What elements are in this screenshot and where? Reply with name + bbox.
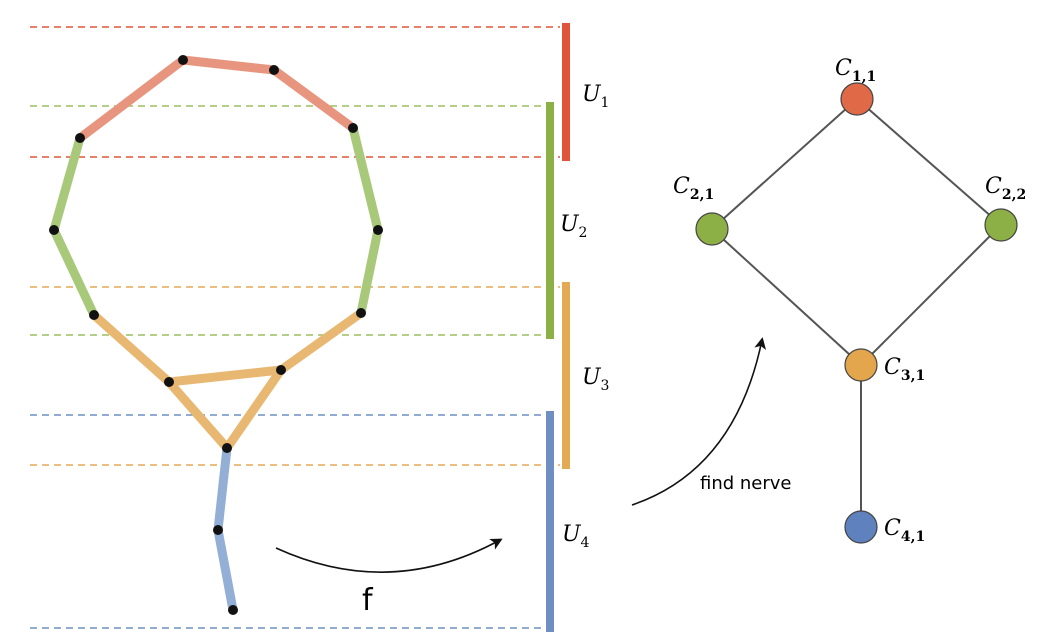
edge-segment xyxy=(223,367,285,451)
nerve-label-c11: C1,1 xyxy=(835,56,876,85)
nerve-node-c11 xyxy=(840,82,874,116)
nerve-node-c21 xyxy=(695,212,729,246)
edge-segment xyxy=(213,529,238,611)
data-point xyxy=(276,365,286,375)
find-nerve-arrow: find nerve xyxy=(631,337,792,506)
nerve-node-c31 xyxy=(844,348,878,382)
edge-segment xyxy=(168,365,282,387)
data-point xyxy=(164,377,174,387)
edge-segment xyxy=(49,228,99,317)
data-point xyxy=(348,123,358,133)
interval-label-u2: U2 xyxy=(560,212,587,241)
data-point xyxy=(373,225,383,235)
nerve-node-c41 xyxy=(844,510,878,544)
filter-map-arrow: f xyxy=(275,538,503,618)
point-cloud-graph xyxy=(49,55,383,615)
edge-segment xyxy=(165,379,231,451)
data-point xyxy=(49,225,59,235)
nerve-label-c21: C2,1 xyxy=(673,174,714,203)
interval-bar-u1 xyxy=(562,23,570,161)
find-nerve-label: find nerve xyxy=(700,473,792,494)
nerve-edge xyxy=(860,224,1002,366)
nerve-graph: C1,1 C2,1 C2,2 C3,1 C4,1 xyxy=(673,56,1026,545)
data-point xyxy=(356,308,366,318)
interval-label-u1: U1 xyxy=(582,82,609,111)
data-point xyxy=(269,65,279,75)
nerve-label-c41: C4,1 xyxy=(884,516,925,545)
interval-label-u3: U3 xyxy=(582,365,609,394)
nerve-edge xyxy=(856,98,1002,226)
data-point xyxy=(89,310,99,320)
nerve-node-c22 xyxy=(984,208,1018,242)
nerve-arrow-curve xyxy=(631,337,767,506)
filter-label: f xyxy=(362,583,374,618)
interval-bar-u4 xyxy=(546,411,554,632)
data-point xyxy=(75,133,85,143)
interval-bar-u3 xyxy=(562,282,570,469)
edge-segment xyxy=(278,309,364,374)
edge-segment xyxy=(91,311,172,386)
data-point xyxy=(213,525,223,535)
edge-segment xyxy=(77,56,186,142)
nerve-label-c31: C3,1 xyxy=(884,355,925,384)
data-point xyxy=(178,55,188,65)
edge-segment xyxy=(348,126,383,232)
nerve-edge xyxy=(711,228,862,366)
interval-label-u4: U4 xyxy=(562,522,590,551)
data-point xyxy=(228,605,238,615)
nerve-label-c22: C2,2 xyxy=(985,174,1026,203)
edge-segment xyxy=(271,66,356,132)
edge-segment xyxy=(49,136,85,232)
filter-arrow-curve xyxy=(275,538,503,573)
interval-bar-u2 xyxy=(546,102,554,339)
edge-segment xyxy=(356,229,383,314)
edge-segment xyxy=(182,55,275,75)
cover-intervals: U1 U2 U3 U4 xyxy=(546,23,609,632)
nerve-edge xyxy=(711,98,858,230)
edge-segment xyxy=(213,447,232,531)
data-point xyxy=(222,443,232,453)
